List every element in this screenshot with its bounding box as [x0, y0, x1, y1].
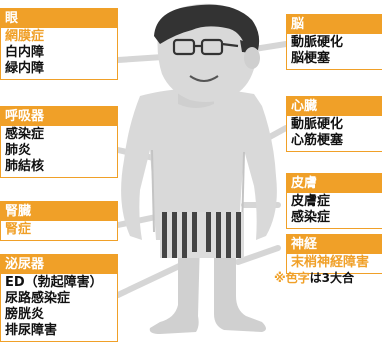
urinary-item-uti: 尿路感染症 [5, 291, 71, 306]
respiratory-item-infection: 感染症 [5, 127, 45, 142]
box-kidney: 腎臓 腎症 [0, 201, 118, 241]
footnote: ※色字は3大合 [274, 270, 382, 286]
brain-item-cerebral-infarction: 脳梗塞 [291, 51, 331, 66]
box-respiratory-title: 呼吸器 [1, 107, 117, 126]
urinary-item-cystitis: 膀胱炎 [5, 307, 45, 322]
heart-item-arteriosclerosis: 動脈硬化 [291, 117, 344, 132]
eye-item-retinopathy: 網膜症 [5, 29, 45, 44]
box-eye-title: 眼 [1, 9, 117, 28]
ear [244, 47, 260, 69]
mouth [189, 75, 219, 82]
box-skin-title: 皮膚 [287, 174, 382, 193]
heart-item-myocardial-infarction: 心筋梗塞 [291, 133, 344, 148]
nerve-item-peripheral-neuropathy: 末梢神経障害 [291, 255, 370, 270]
box-heart-title: 心臓 [287, 97, 382, 116]
box-urinary-title: 泌尿器 [1, 255, 117, 274]
box-urinary: 泌尿器 ED（勃起障害） 尿路感染症 膀胱炎 排尿障害 [0, 254, 118, 342]
box-brain: 脳 動脈硬化 脳梗塞 [286, 14, 382, 70]
legs [149, 240, 266, 334]
head [154, 3, 260, 102]
striped-shorts [160, 212, 244, 258]
hair [154, 4, 260, 51]
urinary-item-dysuria: 排尿障害 [5, 323, 58, 338]
respiratory-item-tuberculosis: 肺結核 [5, 159, 45, 174]
box-respiratory: 呼吸器 感染症 肺炎 肺結核 [0, 106, 118, 178]
box-heart: 心臓 動脈硬化 心筋梗塞 [286, 96, 382, 152]
footnote-mark: ※色字 [274, 271, 310, 285]
skin-item-dermatosis: 皮膚症 [291, 194, 331, 209]
eye-item-cataract: 白内障 [5, 45, 45, 60]
glasses-icon [172, 38, 239, 56]
brain-item-arteriosclerosis: 動脈硬化 [291, 35, 344, 50]
box-kidney-title: 腎臓 [1, 202, 117, 221]
box-nerve: 神経 末梢神経障害 [286, 234, 382, 274]
box-eye: 眼 網膜症 白内障 緑内障 [0, 8, 118, 80]
eye-item-glaucoma: 緑内障 [5, 61, 45, 76]
skin-item-infection: 感染症 [291, 210, 331, 225]
urinary-item-ed: ED（勃起障害） [5, 275, 103, 290]
footnote-rest: は3大合 [309, 271, 355, 285]
kidney-item-nephropathy: 腎症 [5, 222, 32, 237]
box-nerve-title: 神経 [287, 235, 382, 254]
box-skin: 皮膚 皮膚症 感染症 [286, 173, 382, 229]
box-brain-title: 脳 [287, 15, 382, 34]
torso [121, 88, 277, 240]
respiratory-item-pneumonia: 肺炎 [5, 143, 32, 158]
